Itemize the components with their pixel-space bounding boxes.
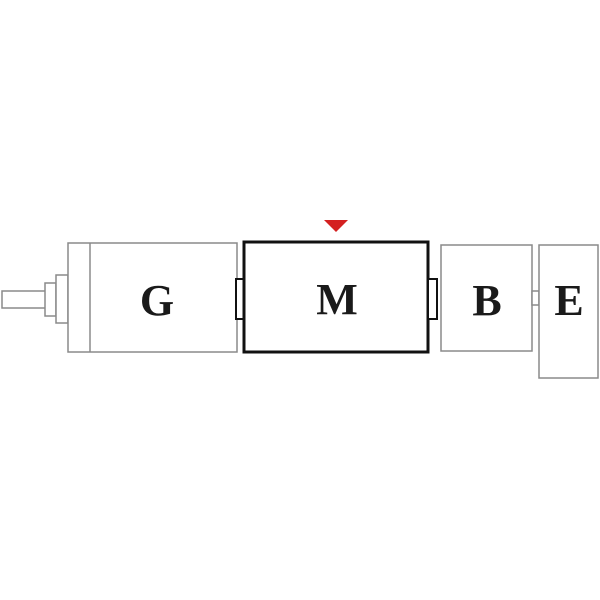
motor-block[interactable]: M bbox=[242, 240, 430, 354]
gearbox-body bbox=[67, 242, 238, 353]
shaft-flange bbox=[55, 274, 69, 324]
gearbox-label: G bbox=[140, 276, 174, 325]
brake-block[interactable]: B bbox=[440, 244, 533, 352]
brake-label: B bbox=[472, 276, 501, 325]
connector-be bbox=[531, 290, 540, 306]
encoder-block[interactable]: E bbox=[538, 244, 599, 379]
motor-label: M bbox=[316, 275, 358, 324]
shaft-collar bbox=[44, 282, 57, 317]
brake-body bbox=[440, 244, 533, 352]
motor-body bbox=[242, 240, 430, 354]
output-shaft bbox=[1, 274, 69, 324]
coupling-right bbox=[427, 278, 438, 320]
shaft-rod bbox=[1, 290, 47, 309]
encoder-label: E bbox=[554, 276, 583, 325]
gearbox-block[interactable]: G bbox=[67, 242, 238, 353]
encoder-body bbox=[538, 244, 599, 379]
triangle-down-icon bbox=[324, 220, 348, 232]
